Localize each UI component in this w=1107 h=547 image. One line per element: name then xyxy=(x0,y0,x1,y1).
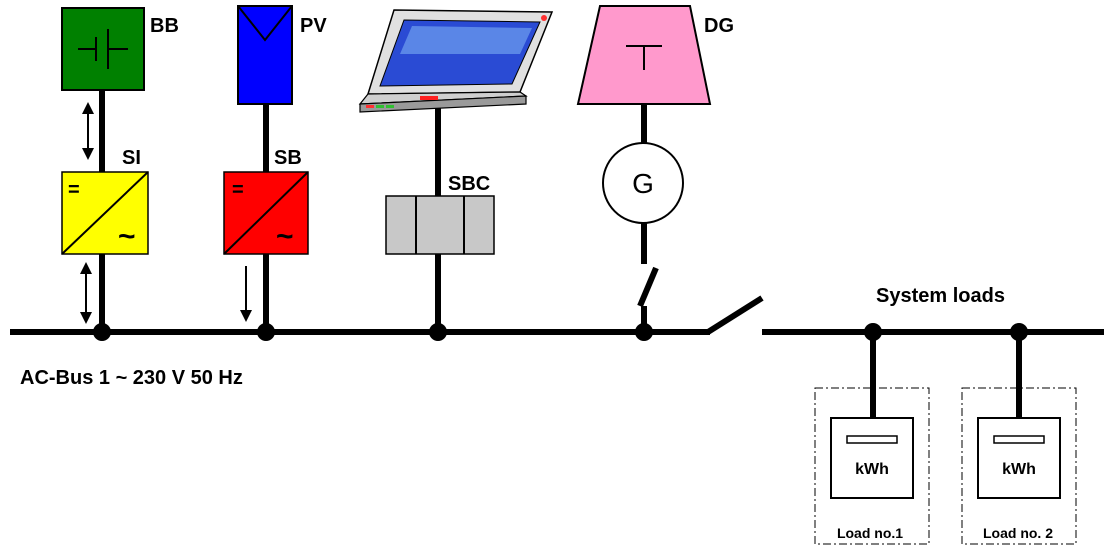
energy-meter-icon xyxy=(830,417,914,499)
bus-label: AC-Bus 1 ~ 230 V 50 Hz xyxy=(20,367,243,389)
battery-icon xyxy=(78,29,128,69)
sunny-island-inverter: = ~ SI xyxy=(61,90,149,332)
pv-panel-icon xyxy=(237,5,293,42)
sbc-box xyxy=(385,195,495,255)
pv-box xyxy=(237,5,293,105)
load1-frame xyxy=(814,387,930,545)
sbc-label: SBC xyxy=(448,173,490,195)
diesel-generator: DG G xyxy=(576,5,734,332)
si-label: SI xyxy=(122,147,141,169)
sunny-backup-unit: SBC xyxy=(385,108,495,332)
load-1: kWh Load no.1 xyxy=(814,332,930,545)
bus-node-sb xyxy=(257,323,275,341)
pv-array: PV xyxy=(237,5,327,105)
bidirectional-arrow-top xyxy=(82,102,94,160)
dg-label: DG xyxy=(704,15,734,37)
energy-meter-icon xyxy=(977,417,1061,499)
load1-meter-unit: kWh xyxy=(855,461,889,478)
si-tilde: ~ xyxy=(118,220,136,253)
bus-node-dg xyxy=(635,323,653,341)
si-equals: = xyxy=(68,179,80,201)
load-2: kWh Load no. 2 xyxy=(961,332,1077,545)
sunny-boy-inverter: = ~ SB xyxy=(223,104,309,332)
system-loads-label: System loads xyxy=(876,285,1005,307)
load2-meter-unit: kWh xyxy=(1002,461,1036,478)
bus-breaker xyxy=(706,295,764,335)
load2-frame xyxy=(961,387,1077,545)
load1-label: Load no.1 xyxy=(837,525,903,541)
bus-node-si xyxy=(93,323,111,341)
switch-icon xyxy=(637,266,659,308)
pv-label: PV xyxy=(300,15,327,37)
battery-bank: BB xyxy=(61,7,179,91)
generator-icon: G xyxy=(602,142,684,224)
feed-in-arrow xyxy=(240,266,252,322)
laptop-icon xyxy=(358,9,554,113)
load2-label: Load no. 2 xyxy=(983,525,1053,541)
bidirectional-arrow-bottom xyxy=(80,262,92,324)
bb-label: BB xyxy=(150,15,179,37)
sb-tilde: ~ xyxy=(276,220,294,253)
sb-label: SB xyxy=(274,147,302,169)
generator-symbol: G xyxy=(632,168,654,199)
sb-equals: = xyxy=(232,179,244,201)
bus-node-sbc xyxy=(429,323,447,341)
battery-box xyxy=(61,7,145,91)
